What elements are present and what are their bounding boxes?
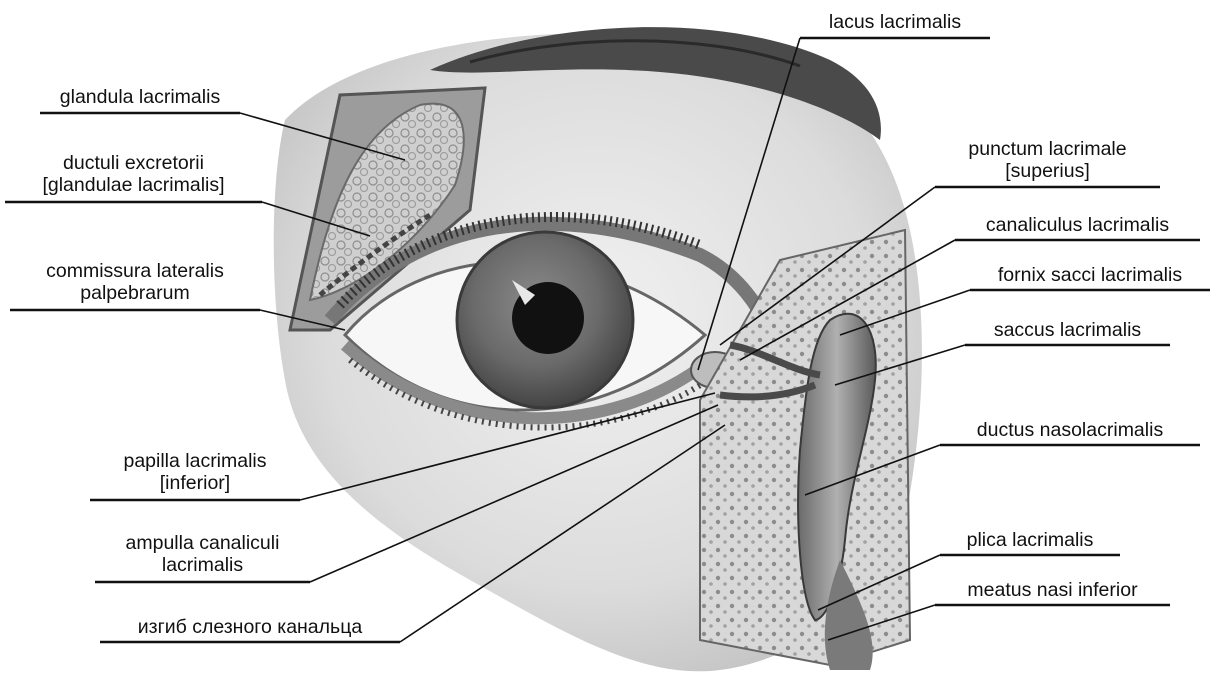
label-ductuli-excretorii: ductuli excretorii [glandulae lacrimalis… — [5, 152, 262, 196]
label-text: ductuli excretorii — [5, 152, 262, 174]
label-text: lacrimalis — [95, 554, 310, 576]
label-punctum-lacrimale: punctum lacrimale [superius] — [935, 138, 1160, 182]
label-izgib: изгиб слезного канальца — [100, 616, 400, 638]
label-text: изгиб слезного канальца — [100, 616, 400, 638]
label-glandula-lacrimalis: glandula lacrimalis — [40, 86, 240, 108]
label-papilla-lacrimalis: papilla lacrimalis [inferior] — [90, 450, 300, 494]
label-canaliculus-lacrimalis: canaliculus lacrimalis — [955, 214, 1200, 236]
label-saccus-lacrimalis: saccus lacrimalis — [965, 319, 1170, 341]
label-text: [superius] — [935, 160, 1160, 182]
label-text: palpebrarum — [10, 282, 260, 304]
label-text: saccus lacrimalis — [965, 319, 1170, 341]
label-meatus-nasi-inferior: meatus nasi inferior — [935, 579, 1170, 601]
label-text: fornix sacci lacrimalis — [970, 264, 1210, 286]
label-text: papilla lacrimalis — [90, 450, 300, 472]
label-text: [glandulae lacrimalis] — [5, 174, 262, 196]
label-text: ampulla canaliculi — [95, 532, 310, 554]
label-text: punctum lacrimale — [935, 138, 1160, 160]
label-text: glandula lacrimalis — [40, 86, 240, 108]
label-commissura-lateralis: commissura lateralis palpebrarum — [10, 260, 260, 304]
label-text: [inferior] — [90, 472, 300, 494]
label-lacus-lacrimalis: lacus lacrimalis — [800, 11, 990, 33]
label-text: plica lacrimalis — [940, 529, 1120, 551]
label-plica-lacrimalis: plica lacrimalis — [940, 529, 1120, 551]
label-text: commissura lateralis — [10, 260, 260, 282]
label-ductus-nasolacrimalis: ductus nasolacrimalis — [940, 419, 1200, 441]
label-text: meatus nasi inferior — [935, 579, 1170, 601]
label-text: ductus nasolacrimalis — [940, 419, 1200, 441]
label-text: canaliculus lacrimalis — [955, 214, 1200, 236]
label-fornix-sacci-lacrimalis: fornix sacci lacrimalis — [970, 264, 1210, 286]
label-text: lacus lacrimalis — [800, 11, 990, 33]
label-ampulla-canaliculi: ampulla canaliculi lacrimalis — [95, 532, 310, 576]
